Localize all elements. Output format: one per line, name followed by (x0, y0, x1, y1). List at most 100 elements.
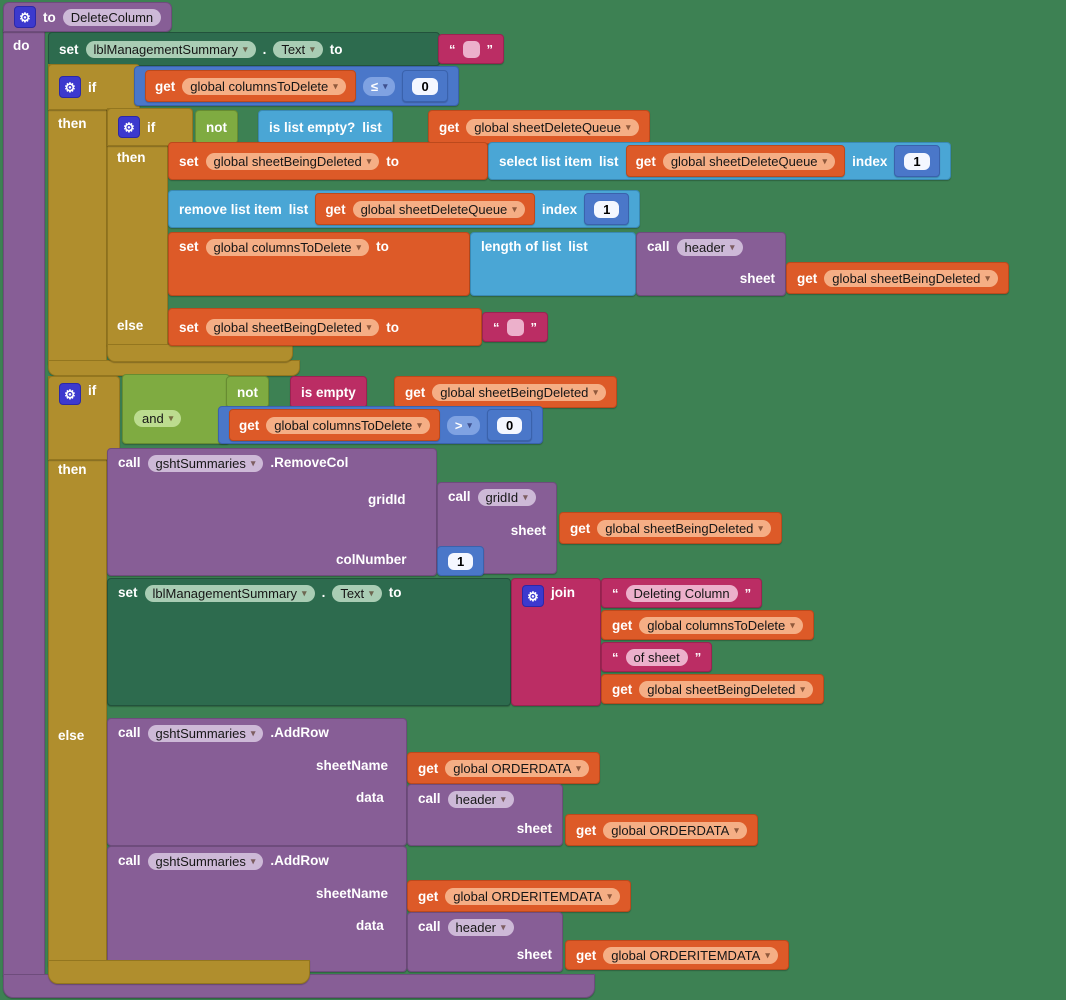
number-block[interactable]: 1 (584, 193, 630, 225)
variable-dropdown[interactable]: global sheetBeingDeleted▾ (205, 152, 380, 170)
get-variable-block[interactable]: get global ORDERDATA▾ (565, 814, 758, 846)
variable-dropdown[interactable]: global ORDERDATA▾ (603, 821, 747, 839)
remove-list-item-block[interactable]: remove list item list get global sheetDe… (168, 190, 641, 228)
if1-block-spine[interactable] (48, 64, 107, 364)
variable-dropdown[interactable]: global sheetBeingDeleted▾ (639, 680, 813, 698)
if2-block-bottom[interactable] (107, 344, 293, 362)
number-block[interactable]: 0 (486, 409, 533, 441)
get-variable-block[interactable]: get global columnsToDelete▾ (601, 610, 814, 640)
get-variable-block[interactable]: get global sheetDeleteQueue▾ (315, 193, 535, 225)
variable-dropdown[interactable]: global columnsToDelete▾ (639, 616, 803, 634)
and-block[interactable] (122, 374, 230, 444)
call-addrow-block-2[interactable]: call gshtSummaries▾ .AddRow (107, 846, 407, 972)
procedure-definition-block[interactable]: ⚙ to DeleteColumn (3, 2, 173, 32)
variable-dropdown[interactable]: global sheetBeingDeleted▾ (824, 269, 998, 287)
variable-dropdown[interactable]: global columnsToDelete▾ (205, 239, 370, 256)
operator-dropdown[interactable]: ≤▾ (362, 76, 396, 96)
compare-le-block[interactable]: get global columnsToDelete▾ ≤▾ 0 (134, 66, 459, 106)
variable-dropdown[interactable]: global ORDERITEMDATA▾ (603, 946, 778, 964)
variable-dropdown[interactable]: global sheetDeleteQueue▾ (662, 152, 836, 170)
if2-block-spine[interactable] (107, 108, 168, 346)
component-dropdown[interactable]: lblManagementSummary▾ (144, 585, 315, 602)
property-dropdown[interactable]: Text▾ (273, 40, 323, 58)
not-block[interactable]: not (226, 376, 269, 408)
if3-block-header[interactable]: ⚙ if (48, 376, 120, 460)
number-block[interactable]: 0 (402, 70, 448, 102)
get-variable-block[interactable]: get global ORDERITEMDATA▾ (565, 940, 789, 970)
if1-block-header[interactable]: ⚙ if (48, 64, 140, 110)
variable-dropdown[interactable]: global columnsToDelete▾ (266, 416, 430, 434)
number-field[interactable]: 1 (904, 152, 930, 170)
string-block[interactable]: “ Deleting Column ” (601, 578, 763, 608)
procedure-name-field[interactable]: DeleteColumn (62, 8, 162, 26)
mutator-gear-icon[interactable]: ⚙ (14, 6, 36, 28)
not-block[interactable]: not (195, 110, 238, 144)
procedure-dropdown[interactable]: gridId▾ (477, 489, 536, 506)
procedure-dropdown[interactable]: header▾ (447, 791, 514, 808)
set-component-text-block-1[interactable]: set lblManagementSummary▾ . Text▾ to (48, 32, 440, 66)
compare-gt-block[interactable]: get global columnsToDelete▾ >▾ 0 (218, 406, 544, 444)
get-variable-block[interactable]: get global sheetBeingDeleted▾ (559, 512, 782, 544)
mutator-gear-icon[interactable]: ⚙ (59, 383, 81, 405)
call-gridid-block[interactable]: call gridId▾ sheet (437, 482, 557, 574)
component-dropdown[interactable]: gshtSummaries▾ (147, 455, 264, 472)
if3-block-bottom[interactable] (48, 960, 310, 984)
procedure-dropdown[interactable]: header▾ (447, 919, 514, 936)
length-of-list-block[interactable]: length of list list (470, 232, 636, 296)
set-variable-block[interactable]: set global columnsToDelete▾ to (168, 232, 470, 296)
get-variable-block[interactable]: get global sheetDeleteQueue▾ (625, 145, 846, 177)
get-variable-block[interactable]: get global columnsToDelete▾ (229, 409, 440, 441)
variable-dropdown[interactable]: global sheetBeingDeleted▾ (597, 519, 771, 537)
is-list-empty-block[interactable]: is list empty? list (258, 110, 393, 144)
is-empty-block[interactable]: is empty (290, 376, 367, 408)
procedure-block-spine[interactable] (3, 28, 45, 976)
empty-string-block[interactable]: “ ” (482, 312, 548, 342)
call-header-block[interactable]: call header▾ sheet (407, 784, 563, 846)
set-variable-block[interactable]: set global sheetBeingDeleted▾ to (168, 142, 488, 180)
get-variable-block[interactable]: get global ORDERITEMDATA▾ (407, 880, 631, 912)
get-variable-block[interactable]: get global ORDERDATA▾ (407, 752, 600, 784)
variable-dropdown[interactable]: global ORDERITEMDATA▾ (445, 887, 620, 905)
if2-block-header[interactable]: ⚙ if (107, 108, 193, 146)
call-removecol-block[interactable]: call gshtSummaries▾ .RemoveCol (107, 448, 437, 576)
component-dropdown[interactable]: gshtSummaries▾ (147, 725, 264, 742)
call-addrow-block-1[interactable]: call gshtSummaries▾ .AddRow (107, 718, 407, 846)
call-header-block[interactable]: call header▾ sheet (636, 232, 786, 296)
variable-dropdown[interactable]: global sheetDeleteQueue▾ (466, 118, 639, 136)
variable-dropdown[interactable]: global ORDERDATA▾ (445, 759, 589, 777)
variable-dropdown[interactable]: global columnsToDelete▾ (182, 77, 346, 95)
get-variable-block[interactable]: get global sheetBeingDeleted▾ (786, 262, 1009, 294)
empty-string-block[interactable]: “ ” (438, 34, 504, 64)
get-variable-block[interactable]: get global sheetBeingDeleted▾ (394, 376, 617, 408)
get-variable-block[interactable]: get global sheetDeleteQueue▾ (428, 110, 650, 144)
set-variable-block[interactable]: set global sheetBeingDeleted▾ to (168, 308, 482, 346)
component-dropdown[interactable]: gshtSummaries▾ (147, 853, 264, 870)
empty-string-field[interactable] (506, 318, 524, 336)
call-header-block[interactable]: call header▾ sheet (407, 912, 563, 972)
select-list-item-block[interactable]: select list item list get global sheetDe… (488, 142, 951, 180)
mutator-gear-icon[interactable]: ⚙ (59, 76, 81, 98)
variable-dropdown[interactable]: global sheetBeingDeleted▾ (432, 383, 606, 401)
number-field[interactable]: 1 (594, 200, 620, 218)
procedure-dropdown[interactable]: header▾ (676, 239, 743, 256)
empty-string-field[interactable] (462, 40, 480, 58)
mutator-gear-icon[interactable]: ⚙ (522, 585, 544, 607)
string-field[interactable]: of sheet (625, 648, 688, 666)
variable-dropdown[interactable]: global sheetDeleteQueue▾ (352, 200, 525, 218)
get-variable-block[interactable]: get global sheetBeingDeleted▾ (601, 674, 824, 704)
number-field[interactable]: 1 (448, 552, 474, 570)
number-field[interactable]: 0 (412, 77, 438, 95)
operator-dropdown[interactable]: >▾ (446, 415, 480, 435)
get-variable-block[interactable]: get global columnsToDelete▾ (145, 70, 356, 102)
property-dropdown[interactable]: Text▾ (332, 585, 382, 602)
set-component-text-block-2[interactable]: set lblManagementSummary▾ . Text▾ to (107, 578, 511, 706)
number-field[interactable]: 0 (496, 416, 523, 434)
and-operator-dropdown[interactable]: and▾ (134, 410, 182, 427)
string-block[interactable]: “ of sheet ” (601, 642, 713, 672)
join-block[interactable]: ⚙ join (511, 578, 601, 706)
string-field[interactable]: Deleting Column (625, 584, 738, 602)
number-block[interactable]: 1 (437, 546, 485, 576)
variable-dropdown[interactable]: global sheetBeingDeleted▾ (205, 318, 380, 336)
mutator-gear-icon[interactable]: ⚙ (118, 116, 140, 138)
if3-block-spine[interactable] (48, 376, 107, 966)
